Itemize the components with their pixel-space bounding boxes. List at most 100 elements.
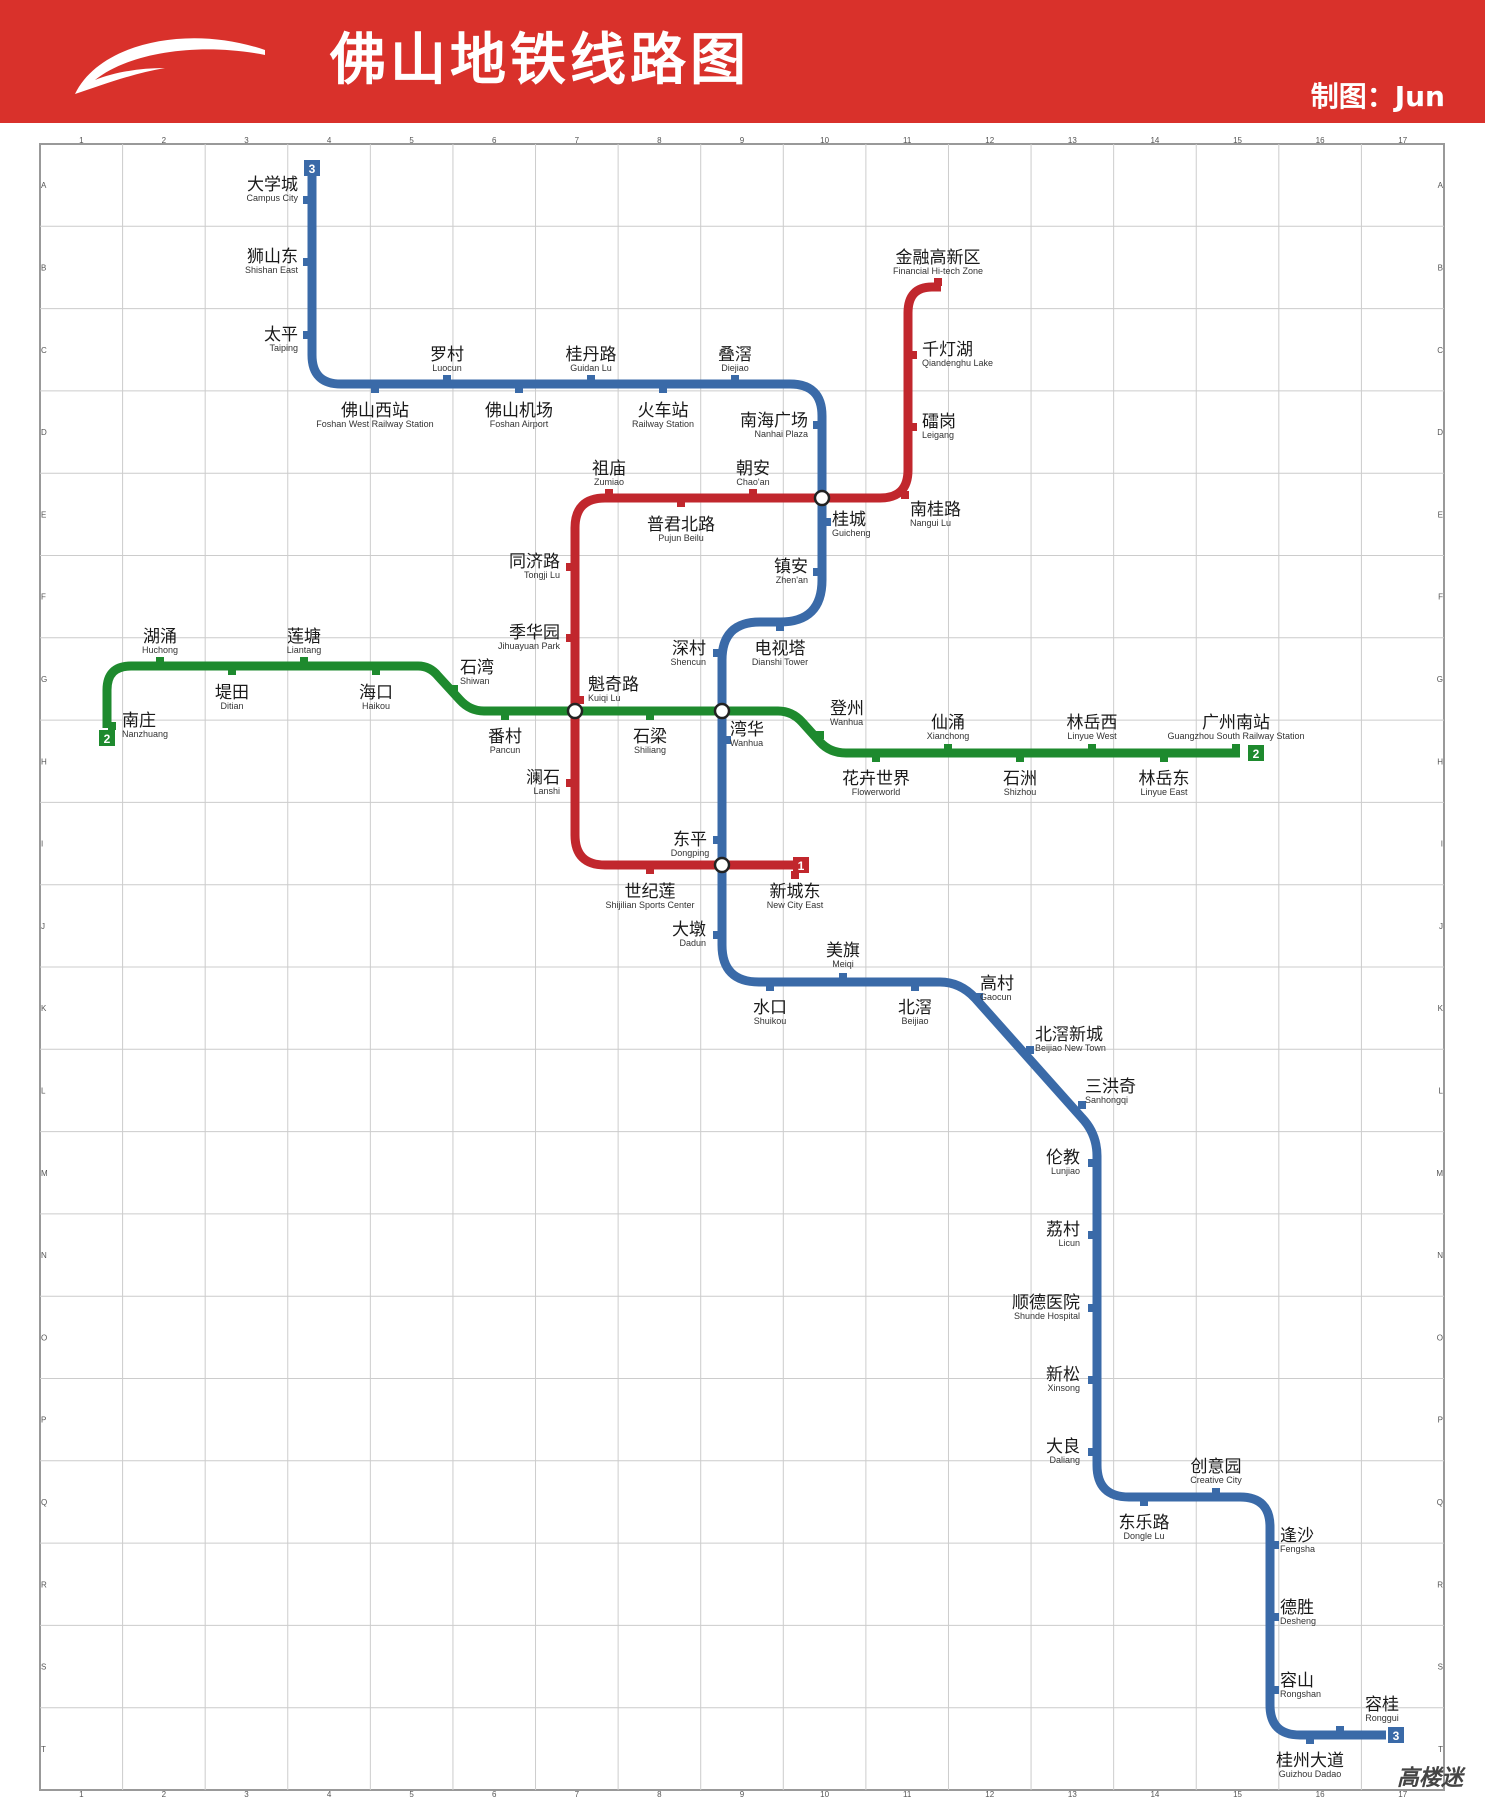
station-marker[interactable] bbox=[911, 983, 919, 991]
station-marker[interactable] bbox=[975, 993, 983, 1001]
station-marker[interactable] bbox=[791, 871, 799, 879]
station-marker[interactable] bbox=[372, 667, 380, 675]
station-marker[interactable] bbox=[587, 375, 595, 383]
station-marker[interactable] bbox=[566, 563, 574, 571]
interchange-wanhua[interactable] bbox=[713, 702, 731, 720]
station-marker[interactable] bbox=[605, 489, 613, 497]
station-marker[interactable] bbox=[566, 634, 574, 642]
station-marker[interactable] bbox=[156, 657, 164, 665]
station-marker[interactable] bbox=[713, 931, 721, 939]
station-marker[interactable] bbox=[749, 489, 757, 497]
station-marker[interactable] bbox=[576, 696, 584, 704]
station-marker[interactable] bbox=[677, 499, 685, 507]
station-marker[interactable] bbox=[901, 491, 909, 499]
station-marker[interactable] bbox=[731, 375, 739, 383]
station-marker[interactable] bbox=[1232, 744, 1240, 752]
station-marker[interactable] bbox=[713, 836, 721, 844]
station-marker[interactable] bbox=[1271, 1541, 1279, 1549]
station-marker[interactable] bbox=[813, 568, 821, 576]
station-marker[interactable] bbox=[303, 258, 311, 266]
station-marker[interactable] bbox=[303, 331, 311, 339]
station-marker[interactable] bbox=[1140, 1498, 1148, 1506]
station-marker[interactable] bbox=[813, 421, 821, 429]
station-marker[interactable] bbox=[1078, 1101, 1086, 1109]
station-marker[interactable] bbox=[1336, 1726, 1344, 1734]
station-marker[interactable] bbox=[1160, 754, 1168, 762]
station-marker[interactable] bbox=[872, 754, 880, 762]
station-marker[interactable] bbox=[1306, 1736, 1314, 1744]
interchange-guicheng[interactable] bbox=[813, 489, 831, 507]
station-marker[interactable] bbox=[909, 423, 917, 431]
station-marker[interactable] bbox=[1088, 1376, 1096, 1384]
station-marker[interactable] bbox=[816, 731, 824, 739]
station-marker[interactable] bbox=[823, 518, 831, 526]
station-marker[interactable] bbox=[1271, 1613, 1279, 1621]
station-marker[interactable] bbox=[108, 722, 116, 730]
station-marker[interactable] bbox=[934, 278, 942, 286]
interchange-dongping[interactable] bbox=[713, 856, 731, 874]
station-marker[interactable] bbox=[501, 712, 509, 720]
station-marker[interactable] bbox=[776, 623, 784, 631]
line-1-route[interactable] bbox=[570, 282, 941, 870]
station-marker[interactable] bbox=[646, 712, 654, 720]
station-marker[interactable] bbox=[1088, 1159, 1096, 1167]
station-marker[interactable] bbox=[646, 866, 654, 874]
station-marker[interactable] bbox=[723, 736, 731, 744]
station-marker[interactable] bbox=[1212, 1488, 1220, 1496]
station-marker[interactable] bbox=[659, 385, 667, 393]
station-marker[interactable] bbox=[1088, 1448, 1096, 1456]
station-marker[interactable] bbox=[303, 196, 311, 204]
station-marker[interactable] bbox=[450, 685, 458, 693]
